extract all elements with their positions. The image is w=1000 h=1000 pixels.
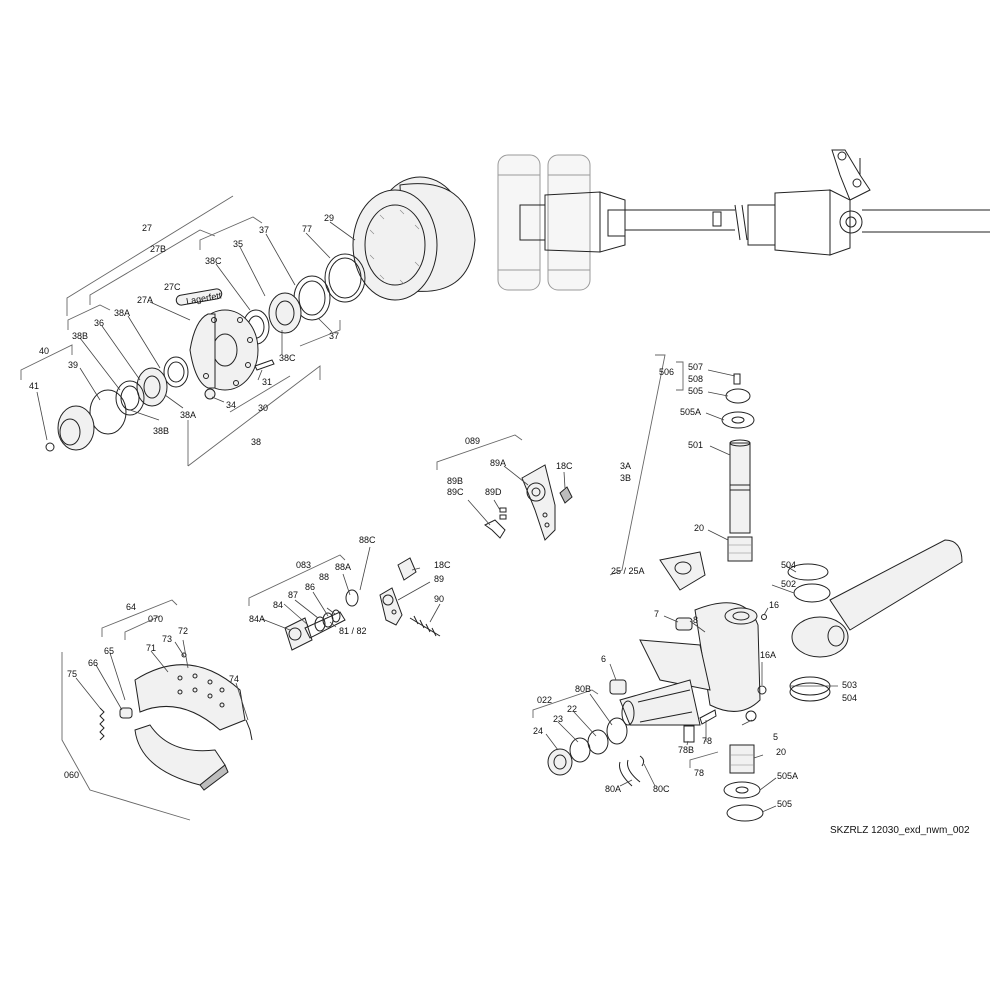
callout-18c-top: 18C [556, 461, 573, 471]
callout-88: 88 [319, 572, 329, 582]
callout-27: 27 [142, 223, 152, 233]
callout-506: 506 [659, 367, 674, 377]
callout-504-bottom: 504 [842, 693, 857, 703]
hub-drum-assembly [45, 176, 476, 452]
callout-23: 23 [553, 714, 563, 724]
callout-64: 64 [126, 602, 136, 612]
callout-89d: 89D [485, 487, 502, 497]
callout-27a: 27A [137, 295, 153, 305]
callout-3b: 3B [620, 473, 631, 483]
label-lagerfett: Lagerfett [185, 290, 222, 306]
callout-505a-top: 505A [680, 407, 701, 417]
slack-adjuster-group [436, 434, 573, 541]
callout-39: 39 [68, 360, 78, 370]
callout-87: 87 [288, 590, 298, 600]
callout-78-bottom: 78 [694, 768, 704, 778]
callout-38a-top: 38A [114, 308, 130, 318]
hub-group-brackets [20, 195, 341, 467]
callout-3a: 3A [620, 461, 631, 471]
callout-060: 060 [64, 770, 79, 780]
callout-80c: 80C [653, 784, 670, 794]
callout-65: 65 [104, 646, 114, 656]
callout-40: 40 [39, 346, 49, 356]
callout-72: 72 [178, 626, 188, 636]
callout-88a: 88A [335, 562, 351, 572]
callout-20-bottom: 20 [776, 747, 786, 757]
callout-66: 66 [88, 658, 98, 668]
callout-5: 5 [773, 732, 778, 742]
callout-84a: 84A [249, 614, 265, 624]
brake-shoe-group [61, 599, 253, 821]
callout-503: 503 [842, 680, 857, 690]
callout-27c: 27C [164, 282, 181, 292]
callout-80a: 80A [605, 784, 621, 794]
camshaft-group [248, 554, 441, 651]
callout-41: 41 [29, 381, 39, 391]
callout-37-top: 37 [259, 225, 269, 235]
callout-labels: 27 27B 27C Lagerfett 27A 29 77 37 35 38C… [29, 213, 857, 809]
callout-71: 71 [146, 643, 156, 653]
callout-89b: 89B [447, 476, 463, 486]
callout-18c-bottom: 18C [434, 560, 451, 570]
callout-16: 16 [769, 600, 779, 610]
callout-30: 30 [258, 403, 268, 413]
callout-37-bottom: 37 [329, 331, 339, 341]
callout-74: 74 [229, 674, 239, 684]
callout-8: 8 [693, 615, 698, 625]
callout-070: 070 [148, 614, 163, 624]
callout-90: 90 [434, 594, 444, 604]
callout-36: 36 [94, 318, 104, 328]
callout-6: 6 [601, 654, 606, 664]
callout-29: 29 [324, 213, 334, 223]
callout-89: 89 [434, 574, 444, 584]
callout-7: 7 [654, 609, 659, 619]
callout-81-82: 81 / 82 [339, 626, 367, 636]
callout-22: 22 [567, 704, 577, 714]
callout-25-25a: 25 / 25A [611, 566, 645, 576]
callout-31: 31 [262, 377, 272, 387]
callout-38: 38 [251, 437, 261, 447]
callout-77: 77 [302, 224, 312, 234]
callout-35: 35 [233, 239, 243, 249]
callout-24: 24 [533, 726, 543, 736]
callout-505-top: 505 [688, 386, 703, 396]
callout-38b-top: 38B [72, 331, 88, 341]
callout-84: 84 [273, 600, 283, 610]
callout-38b-bottom: 38B [153, 426, 169, 436]
callout-083: 083 [296, 560, 311, 570]
callout-504-top: 504 [781, 560, 796, 570]
callout-86: 86 [305, 582, 315, 592]
callout-20-top: 20 [694, 523, 704, 533]
axle-overview [497, 149, 990, 291]
callout-78-top: 78 [702, 736, 712, 746]
callout-34: 34 [226, 400, 236, 410]
callout-78b: 78B [678, 745, 694, 755]
callout-022: 022 [537, 695, 552, 705]
callout-38a-bottom: 38A [180, 410, 196, 420]
callout-38c-bottom: 38C [279, 353, 296, 363]
callout-16a: 16A [760, 650, 776, 660]
callout-508: 508 [688, 374, 703, 384]
callout-38c-top: 38C [205, 256, 222, 266]
callout-73: 73 [162, 634, 172, 644]
callout-89a: 89A [490, 458, 506, 468]
drawing-code: SKZRLZ 12030_exd_nwm_002 [830, 825, 970, 836]
callout-502: 502 [781, 579, 796, 589]
callout-505-bottom: 505 [777, 799, 792, 809]
leader-lines [36, 221, 838, 813]
callout-75: 75 [67, 669, 77, 679]
callout-89c: 89C [447, 487, 464, 497]
callout-501: 501 [688, 440, 703, 450]
callout-507: 507 [688, 362, 703, 372]
steering-knuckle-group [532, 354, 963, 822]
callout-505a-bottom: 505A [777, 771, 798, 781]
callout-88c: 88C [359, 535, 376, 545]
callout-80b: 80B [575, 684, 591, 694]
callout-27b: 27B [150, 244, 166, 254]
callout-089: 089 [465, 436, 480, 446]
